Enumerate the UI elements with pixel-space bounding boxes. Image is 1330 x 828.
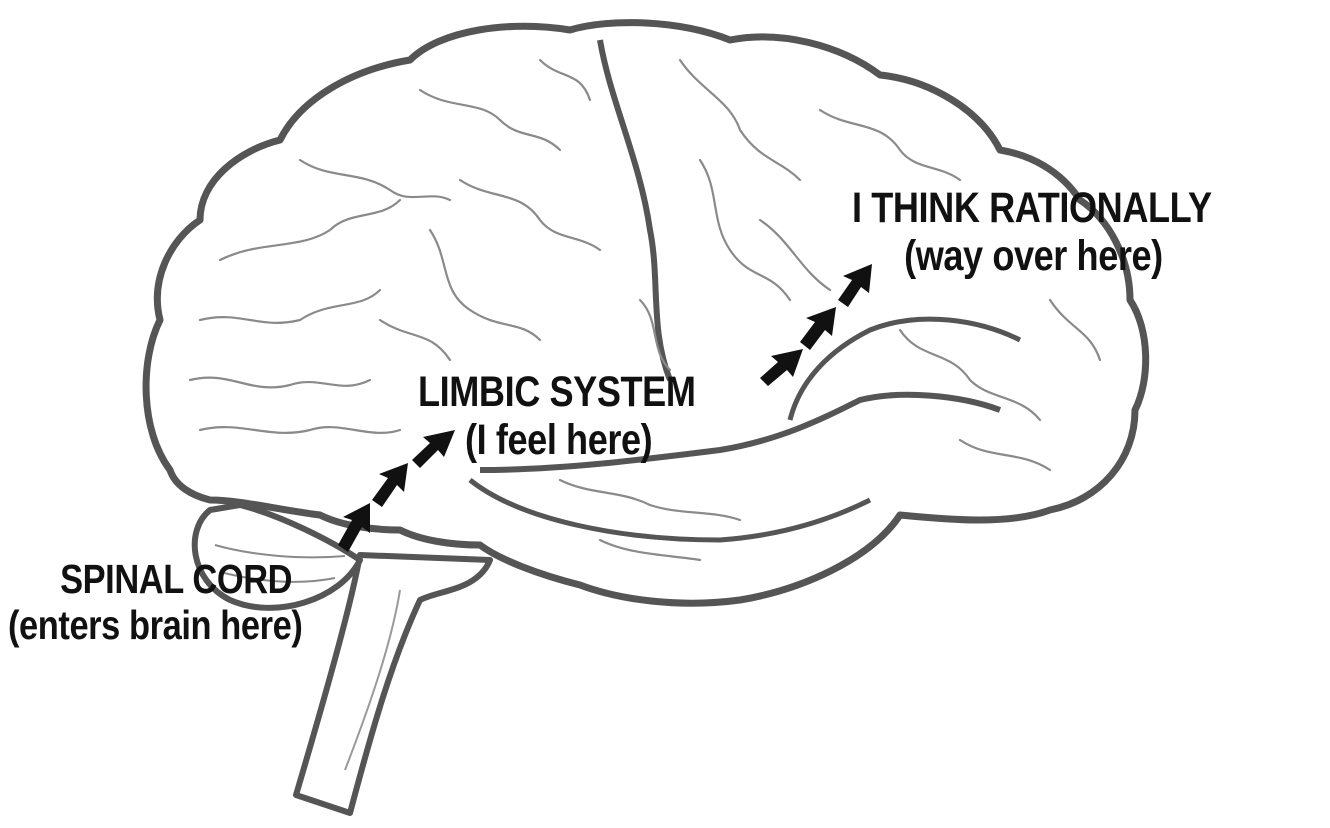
rational-thinking-label: I THINK RATIONALLY (way over here) <box>852 184 1212 280</box>
central-sulcus <box>597 39 673 382</box>
spinal-cord-label: SPINAL CORD (enters brain here) <box>8 556 303 649</box>
arrow-icon <box>760 349 803 386</box>
limbic-system-title: LIMBIC SYSTEM <box>418 368 696 416</box>
gyri-folds <box>188 58 1102 562</box>
arrow-path-upper <box>760 264 872 386</box>
arrow-icon <box>800 307 836 350</box>
arrow-icon <box>412 430 455 468</box>
arrow-icon <box>838 264 872 307</box>
spinal-cord-subtitle: (enters brain here) <box>8 601 303 648</box>
rational-thinking-title: I THINK RATIONALLY <box>852 184 1212 232</box>
brainstem <box>293 552 493 816</box>
frontal-fold <box>787 316 1022 421</box>
brainstem-groove <box>344 589 401 771</box>
rational-thinking-subtitle: (way over here) <box>904 232 1163 281</box>
arrow-icon <box>372 463 408 507</box>
cerebrum-outline <box>142 19 1150 607</box>
arrow-icon <box>338 503 370 552</box>
temporal-lobe-line <box>468 478 872 543</box>
spinal-cord-title: SPINAL CORD <box>60 556 293 602</box>
arrow-path-lower <box>338 430 455 552</box>
cerebellum-folds <box>214 544 346 583</box>
limbic-system-label: LIMBIC SYSTEM (I feel here) <box>418 368 696 465</box>
limbic-system-subtitle: (I feel here) <box>465 416 653 465</box>
lateral-fissure <box>479 391 1002 473</box>
